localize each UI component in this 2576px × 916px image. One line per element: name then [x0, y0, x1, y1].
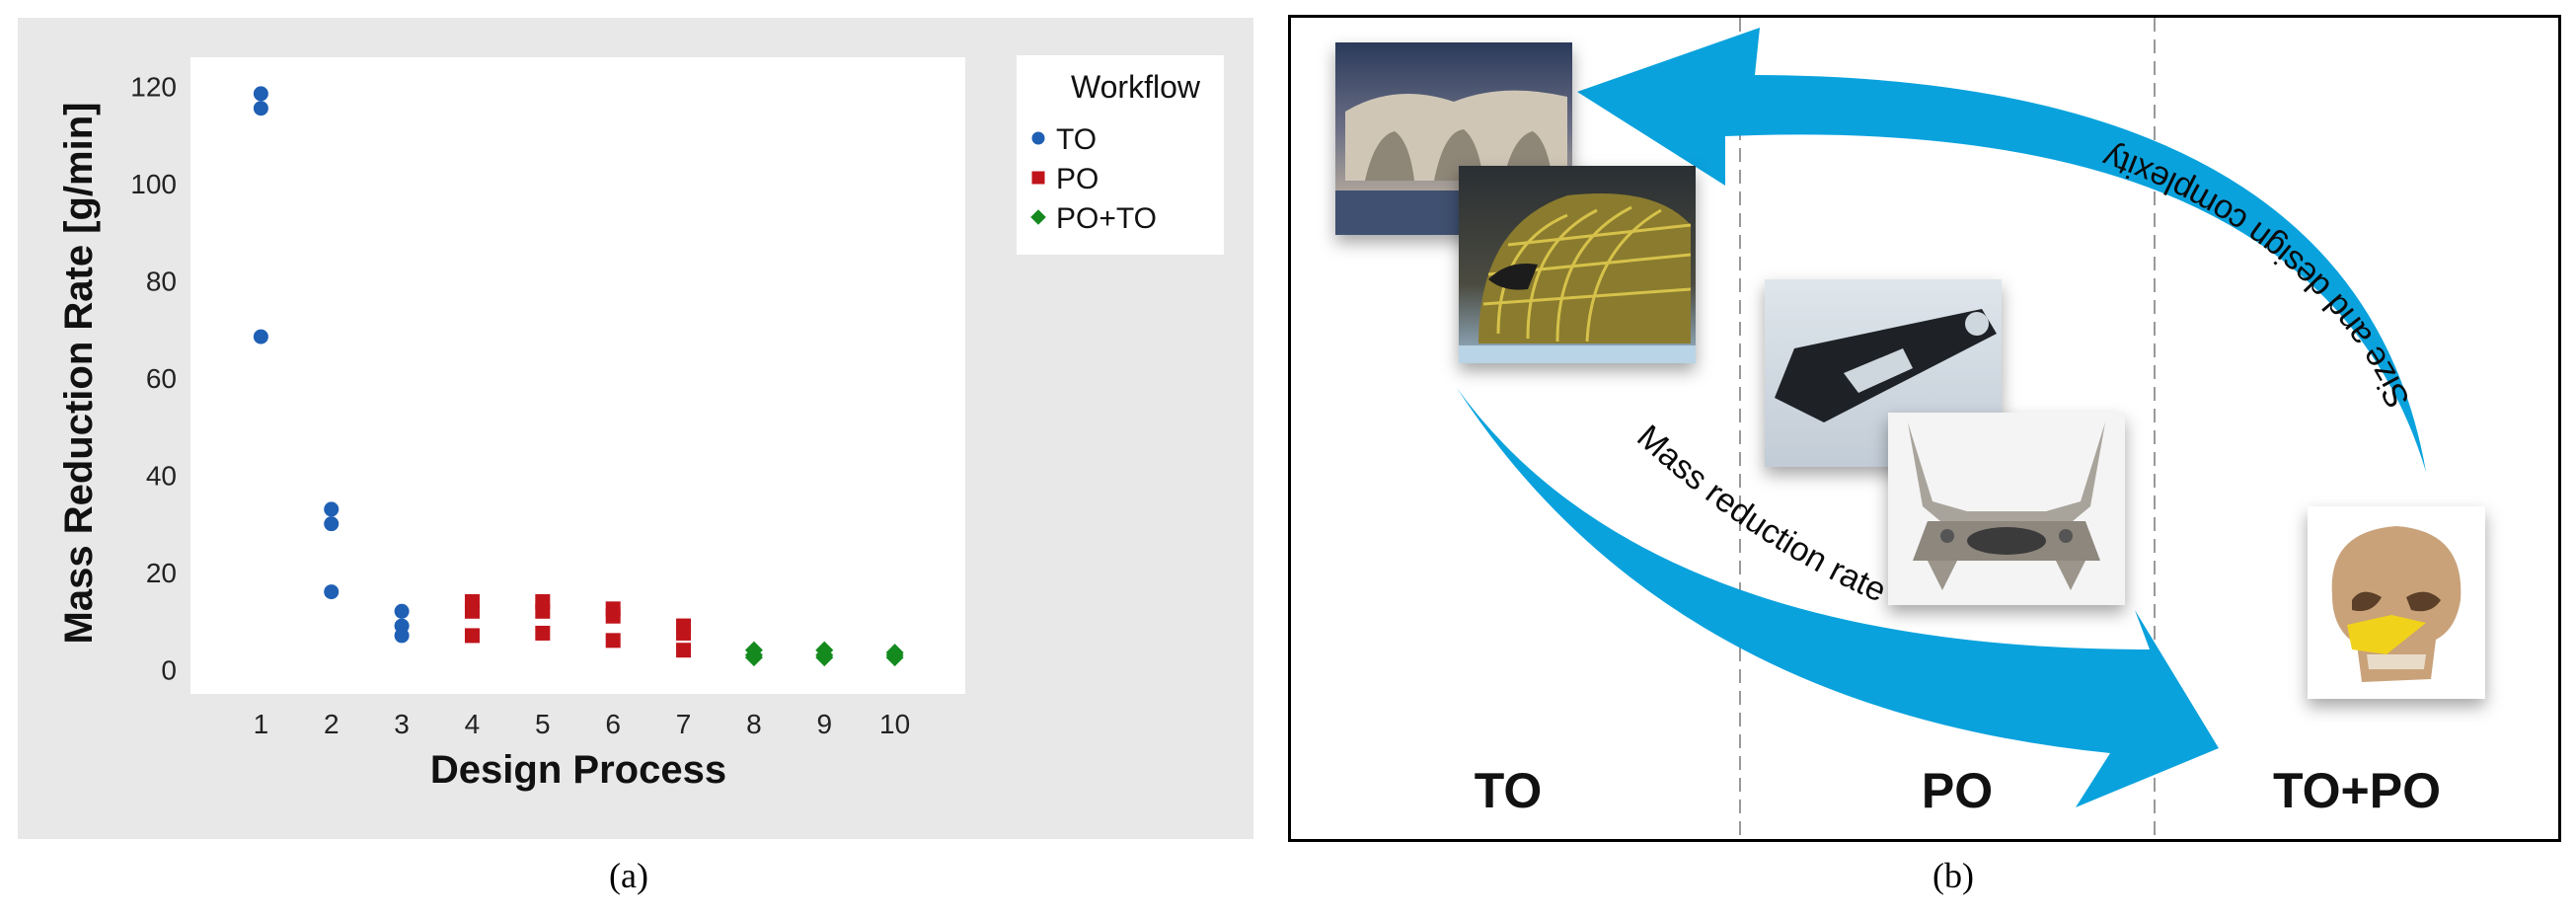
zone-label-to: TO — [1475, 763, 1543, 818]
legend-entry-label: TO — [1056, 123, 1097, 156]
data-point-po — [535, 625, 551, 641]
x-tick-label: 4 — [465, 709, 481, 739]
legend-entry-label: PO — [1056, 163, 1099, 195]
data-point-to — [253, 101, 268, 116]
metal-mount-photo-icon — [1888, 413, 2125, 605]
data-point-po-to — [885, 649, 904, 667]
y-axis-label: Mass Reduction Rate [g/min] — [57, 103, 101, 645]
x-tick-label: 7 — [676, 709, 692, 739]
legend-marker-po-to — [1030, 209, 1046, 225]
data-point-po — [605, 633, 621, 649]
data-point-to — [394, 603, 410, 619]
scatter-chart: 1 2 3 4 5 6 7 8 9 10 0 20 40 60 80 100 120 Design Proce… — [57, 55, 1224, 792]
data-point-po — [605, 608, 621, 624]
legend: Workflow TO PO PO+TO — [1017, 55, 1224, 255]
mass-reduction-arrow — [1457, 388, 2219, 807]
data-point-po — [676, 625, 692, 641]
complexity-arrow — [1577, 28, 2426, 472]
x-tick-label: 3 — [394, 709, 410, 739]
data-point-to — [394, 628, 410, 644]
legend-title: Workflow — [1071, 69, 1201, 105]
x-axis-label: Design Process — [430, 748, 726, 792]
x-tick-label: 6 — [605, 709, 621, 739]
data-point-po — [464, 628, 480, 644]
x-tick-label: 5 — [535, 709, 551, 739]
y-tick-label: 100 — [130, 169, 177, 199]
x-tick-label: 2 — [324, 709, 340, 739]
complexity-arrow-label: Size and design complexity — [2098, 138, 2418, 414]
plot-area — [190, 57, 965, 694]
data-point-to — [253, 329, 268, 344]
data-point-to — [324, 584, 340, 600]
zone-label-to-po: TO+PO — [2273, 763, 2441, 818]
y-tick-label: 80 — [146, 266, 177, 296]
aircraft-fuselage-photo-icon — [1459, 166, 1696, 363]
x-tick-label: 10 — [879, 709, 910, 739]
chart-panel: 1 2 3 4 5 6 7 8 9 10 0 20 40 60 80 100 120 Design Proce… — [18, 18, 1253, 839]
y-tick-label: 120 — [130, 72, 177, 103]
y-tick-label: 40 — [146, 460, 177, 491]
data-point-po — [535, 603, 551, 619]
panel-b-caption: (b) — [1932, 856, 1974, 895]
data-point-po — [676, 643, 692, 658]
workflow-diagram: Size and design complexity Mass reductio… — [1288, 15, 2561, 842]
legend-marker-to — [1031, 131, 1045, 145]
diagram-canvas: Size and design complexity Mass reductio… — [1457, 18, 2441, 839]
data-point-po-to — [815, 649, 834, 667]
x-tick-label: 1 — [254, 709, 269, 739]
panel-a-caption: (a) — [609, 856, 648, 895]
y-tick-label: 60 — [146, 363, 177, 394]
legend-marker-po — [1031, 171, 1045, 185]
data-point-to — [324, 501, 340, 517]
data-point-po-to — [744, 649, 763, 667]
legend-box — [1017, 55, 1224, 255]
x-tick-label: 8 — [746, 709, 762, 739]
data-point-po — [464, 603, 480, 619]
y-tick-label: 20 — [146, 558, 177, 588]
zone-label-po: PO — [1922, 763, 1993, 818]
x-tick-label: 9 — [816, 709, 832, 739]
skull-implant-photo-icon — [2308, 506, 2485, 699]
data-point-to — [324, 516, 340, 532]
data-point-to — [253, 86, 268, 102]
legend-entry-label: PO+TO — [1056, 202, 1157, 235]
y-tick-label: 0 — [161, 654, 177, 685]
